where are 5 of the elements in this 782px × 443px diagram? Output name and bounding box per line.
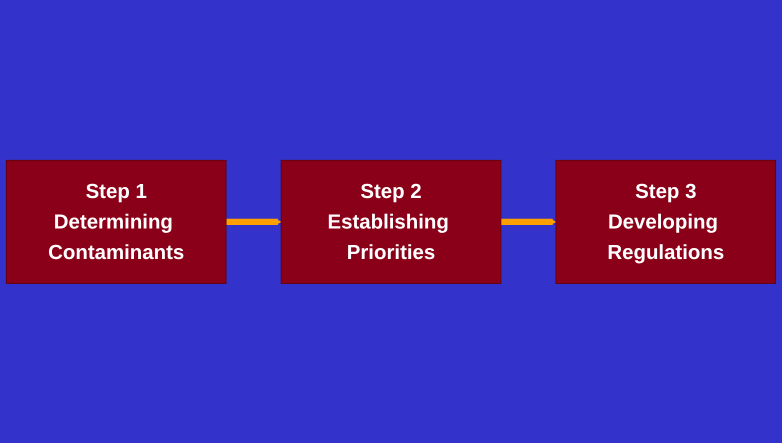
arrow <box>500 218 556 225</box>
node-box: Step 3 Developing Regulations <box>555 159 776 284</box>
arrow <box>226 218 282 225</box>
node-box: Step 2 Establishing Priorities <box>280 159 502 284</box>
node-box: Step 1 Determining Contaminants <box>6 159 227 284</box>
